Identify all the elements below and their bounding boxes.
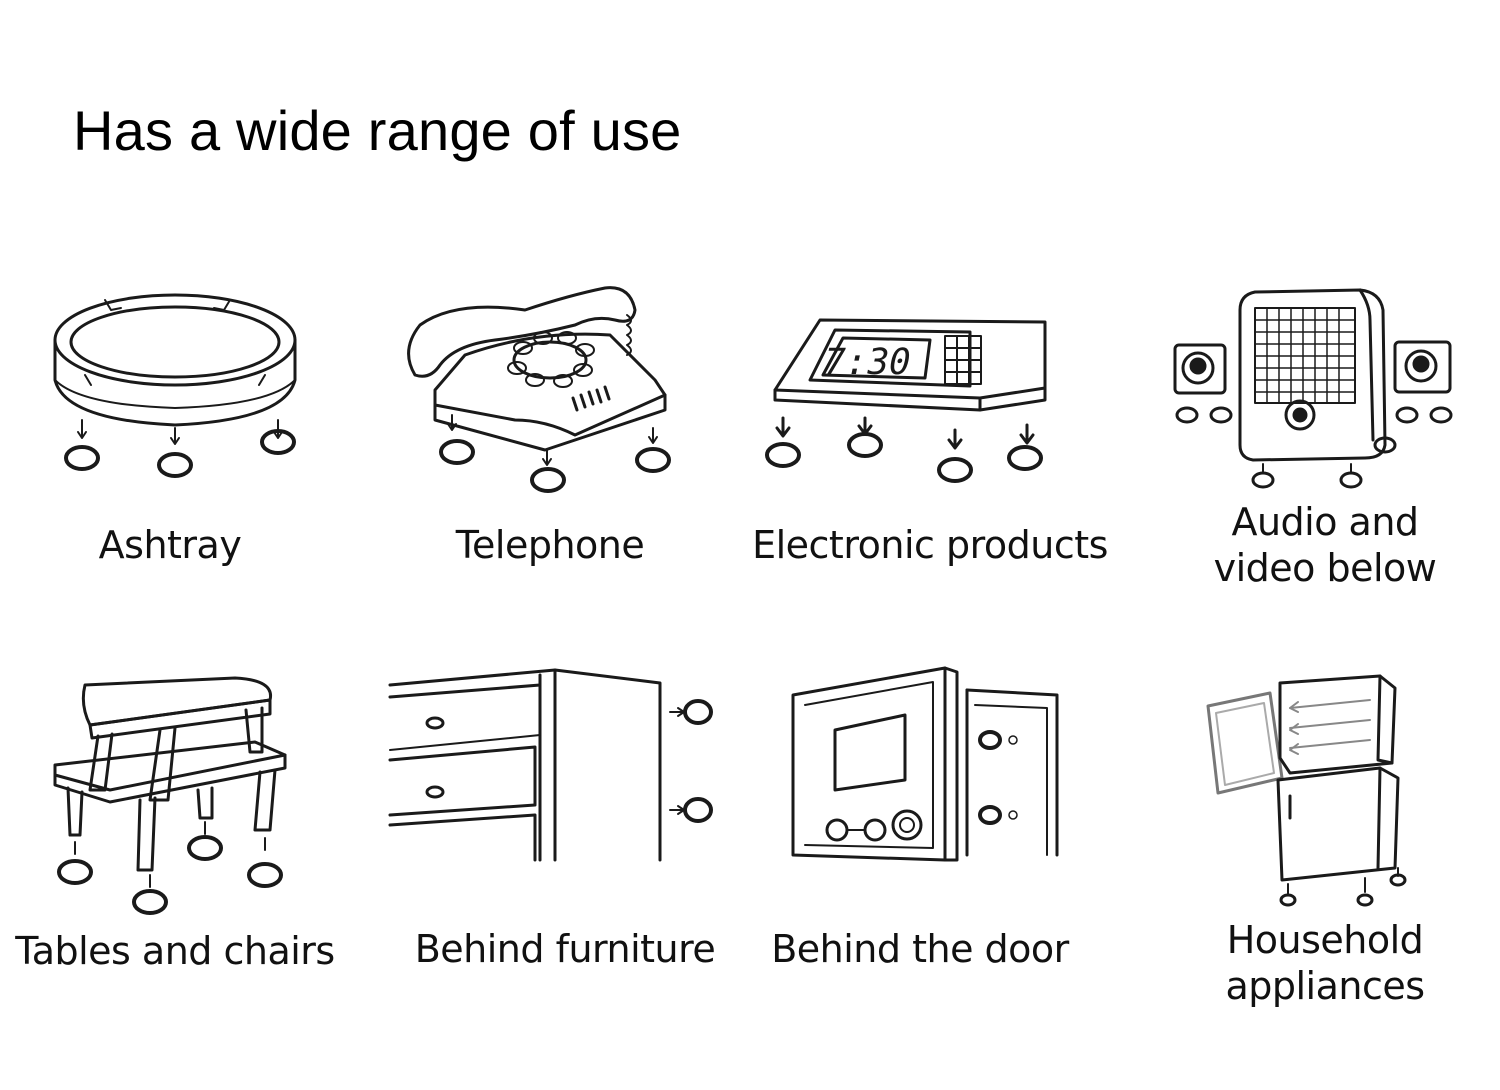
telephone-icon <box>395 280 695 490</box>
page-title: Has a wide range of use <box>73 99 682 162</box>
speaker-system-icon <box>1165 280 1465 490</box>
caption-audio-video-line1: Audio and <box>1231 500 1419 544</box>
caption-household-appliances: Household appliances <box>1190 917 1460 1009</box>
caption-audio-video: Audio and video below <box>1180 499 1470 591</box>
table-chair-icon <box>50 670 295 920</box>
door-icon <box>785 660 1075 865</box>
caption-household-line1: Household <box>1226 918 1424 962</box>
caption-behind-furniture: Behind furniture <box>414 927 716 971</box>
caption-ashtray: Ashtray <box>98 523 242 567</box>
caption-household-line2: appliances <box>1225 964 1425 1008</box>
caption-tables-chairs: Tables and chairs <box>15 929 335 973</box>
alarm-clock-icon: 7:30 <box>755 300 1065 490</box>
caption-audio-video-line2: video below <box>1213 546 1437 590</box>
caption-telephone: Telephone <box>455 523 645 567</box>
clock-display: 7:30 <box>819 340 915 383</box>
caption-behind-door: Behind the door <box>771 927 1069 971</box>
cabinet-icon <box>380 665 720 865</box>
refrigerator-icon <box>1200 668 1420 918</box>
caption-electronic-products: Electronic products <box>752 523 1108 567</box>
ashtray-icon <box>40 280 310 490</box>
